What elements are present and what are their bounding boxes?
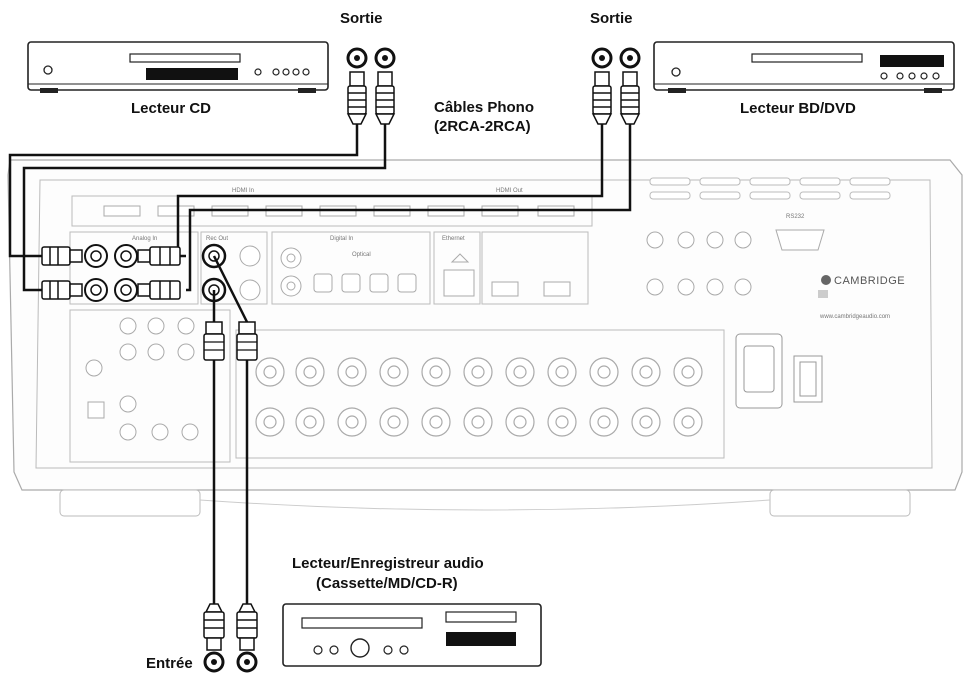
av-receiver-back-panel: HDMI In HDMI Out Analog In Rec Out Digit… [7,159,963,517]
recorder-input-sockets [203,651,258,673]
rec-out-plugs [201,243,261,361]
bd-player-label: Lecteur BD/DVD [740,100,856,117]
cd-player [27,41,329,93]
bd-dvd-player [653,41,955,93]
cd-output-sockets [346,47,396,69]
cables-label-line2: (2RCA-2RCA) [434,118,531,135]
ethernet-label: Ethernet [442,236,465,242]
audio-recorder [282,603,542,667]
sortie-left-label: Sortie [340,10,383,27]
recorder-label-line2: (Cassette/MD/CD-R) [316,575,458,592]
cables-label-line1: Câbles Phono [434,99,534,116]
hdmi-in-label: HDMI In [232,188,254,194]
cd-rca-plugs [346,71,396,125]
bd-output-sockets [591,47,641,69]
entree-label: Entrée [146,655,193,672]
sortie-right-label: Sortie [590,10,633,27]
recorder-input-plugs [203,603,258,651]
analog-in-label: Analog In [132,236,157,242]
cd-player-label: Lecteur CD [131,100,211,117]
website-text: www.cambridgeaudio.com [819,314,890,320]
rec-out-label: Rec Out [206,236,228,242]
recorder-label-line1: Lecteur/Enregistreur audio [292,555,484,572]
optical-label: Optical [352,252,371,258]
rs232-label: RS232 [786,214,805,220]
analog-in-plugs [41,244,181,302]
bd-rca-plugs [591,71,641,125]
brand-logo-text: CAMBRIDGE [834,275,905,287]
digital-in-label: Digital In [330,236,353,242]
hdmi-out-label: HDMI Out [496,188,523,194]
